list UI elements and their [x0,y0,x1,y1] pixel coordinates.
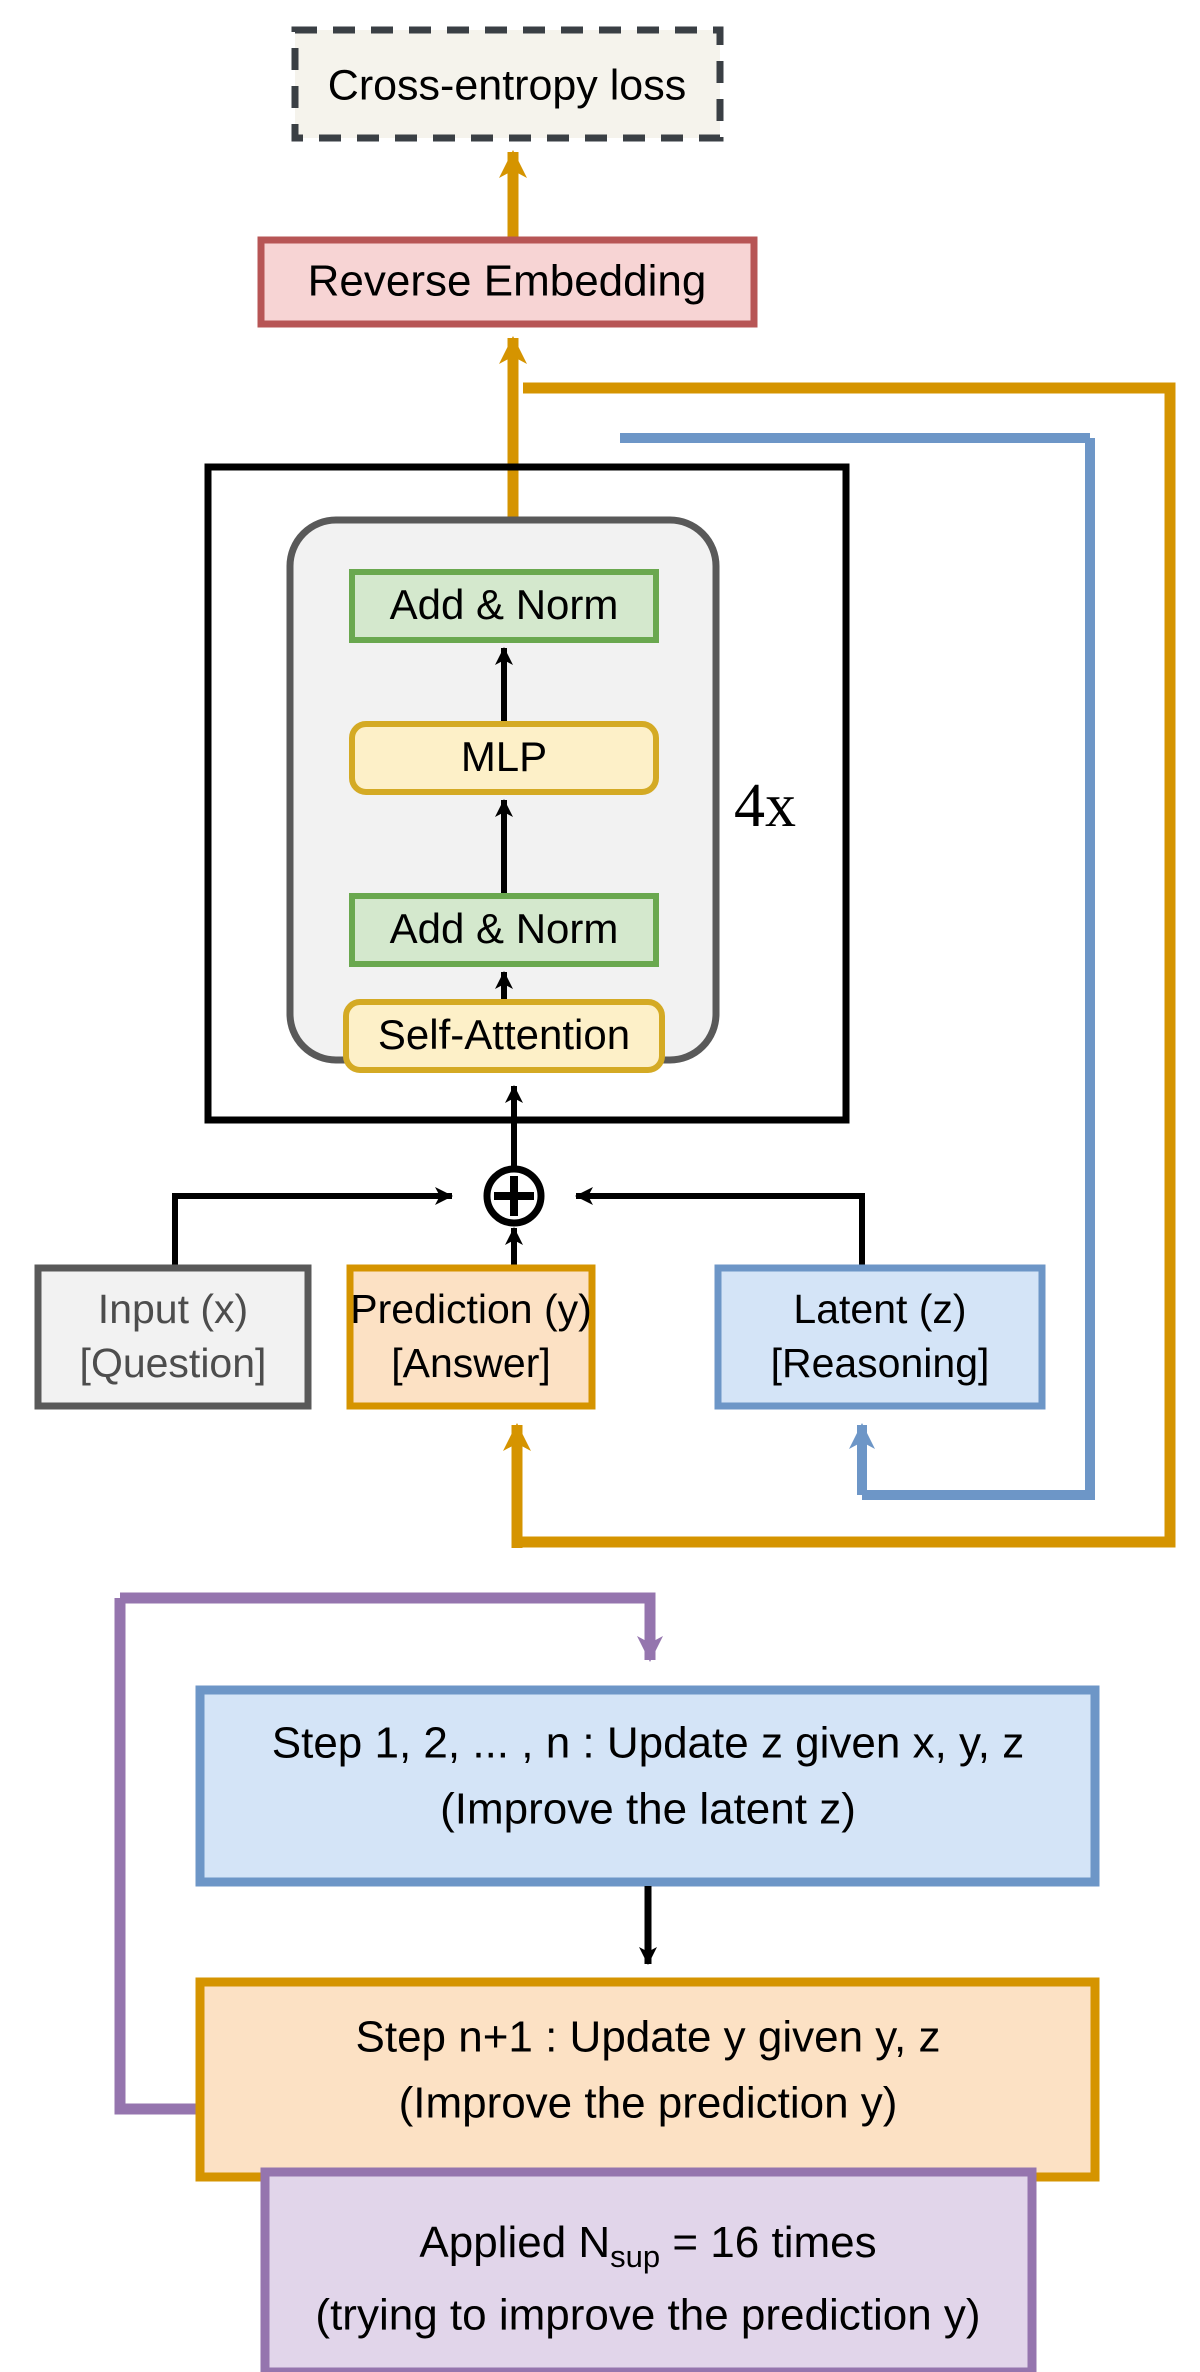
mlp-node: MLP [349,721,659,795]
reverse-embedding-node: Reverse Embedding [257,236,758,328]
add-norm-top-node: Add & Norm [349,569,659,643]
input-label-line1: Input (x) [98,1286,248,1332]
prediction-label-line1: Prediction (y) [350,1286,592,1332]
supervision-suffix: = 16 times [660,2218,876,2267]
step-update-y-node: Step n+1 : Update y given y, z (Improve … [195,1977,1100,2182]
sum-junction [172,1165,865,1268]
supervision-subscript: sup [610,2239,660,2274]
latent-node: Latent (z) [Reasoning] [714,1264,1046,1410]
supervision-note-node: Applied Nsup = 16 times (trying to impro… [260,2167,1037,2372]
add-norm-bottom-label: Add & Norm [390,905,619,952]
prediction-label-line2: [Answer] [391,1340,551,1386]
supervision-label-line2: (trying to improve the prediction y) [315,2291,980,2340]
blue-feedback-path [620,433,1095,1500]
latent-label-line1: Latent (z) [793,1286,966,1332]
mlp-label: MLP [461,733,547,780]
cross-entropy-loss-label: Cross-entropy loss [328,61,686,109]
step-z-label-line2: (Improve the latent z) [440,1785,856,1834]
cross-entropy-loss-node: Cross-entropy loss [291,26,724,142]
input-label-line2: [Question] [80,1340,267,1386]
add-norm-bottom-node: Add & Norm [349,893,659,967]
repeat-count-label: 4x [734,772,796,840]
step-y-label-line1: Step n+1 : Update y given y, z [356,2013,941,2062]
supervision-label-line1: Applied Nsup = 16 times [419,2218,876,2275]
reverse-embedding-label: Reverse Embedding [308,257,707,306]
add-norm-top-label: Add & Norm [390,581,619,628]
prediction-node: Prediction (y) [Answer] [346,1264,596,1410]
step-update-z-node: Step 1, 2, ... , n : Update z given x, y… [195,1685,1100,1887]
transformer-stack-box: 4x [204,463,850,1124]
latent-label-line2: [Reasoning] [771,1340,990,1386]
step-z-label-line1: Step 1, 2, ... , n : Update z given x, y… [272,1719,1024,1768]
self-attention-node: Self-Attention [343,999,665,1073]
input-node: Input (x) [Question] [34,1264,312,1410]
self-attention-label: Self-Attention [378,1011,630,1058]
supervision-prefix: Applied N [419,2218,610,2267]
step-y-label-line2: (Improve the prediction y) [399,2079,898,2128]
